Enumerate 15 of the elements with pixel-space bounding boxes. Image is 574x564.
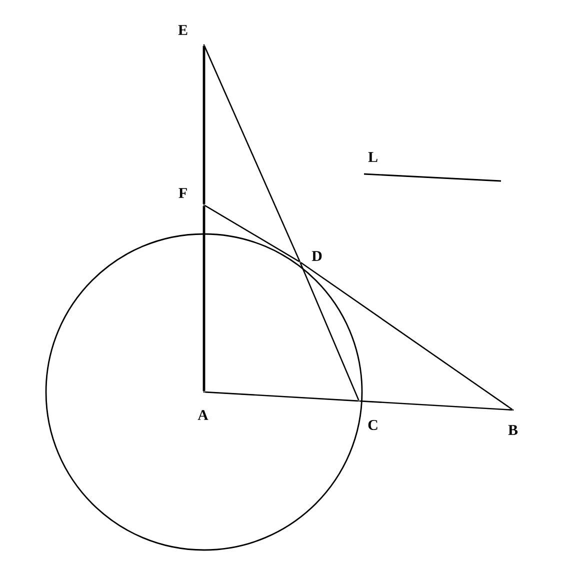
line [204, 46, 300, 262]
line [204, 391, 358, 402]
line [202, 206, 206, 392]
line [300, 262, 513, 410]
point-label: E [178, 25, 188, 35]
line [202, 46, 206, 204]
line-label: L [368, 152, 378, 162]
point-label: B [508, 425, 518, 435]
point-label: C [368, 420, 378, 430]
line [360, 400, 512, 411]
line [204, 204, 300, 262]
line [300, 262, 360, 400]
point-label: D [312, 251, 322, 261]
point-label: F [178, 188, 187, 198]
point-label: A [198, 410, 208, 420]
